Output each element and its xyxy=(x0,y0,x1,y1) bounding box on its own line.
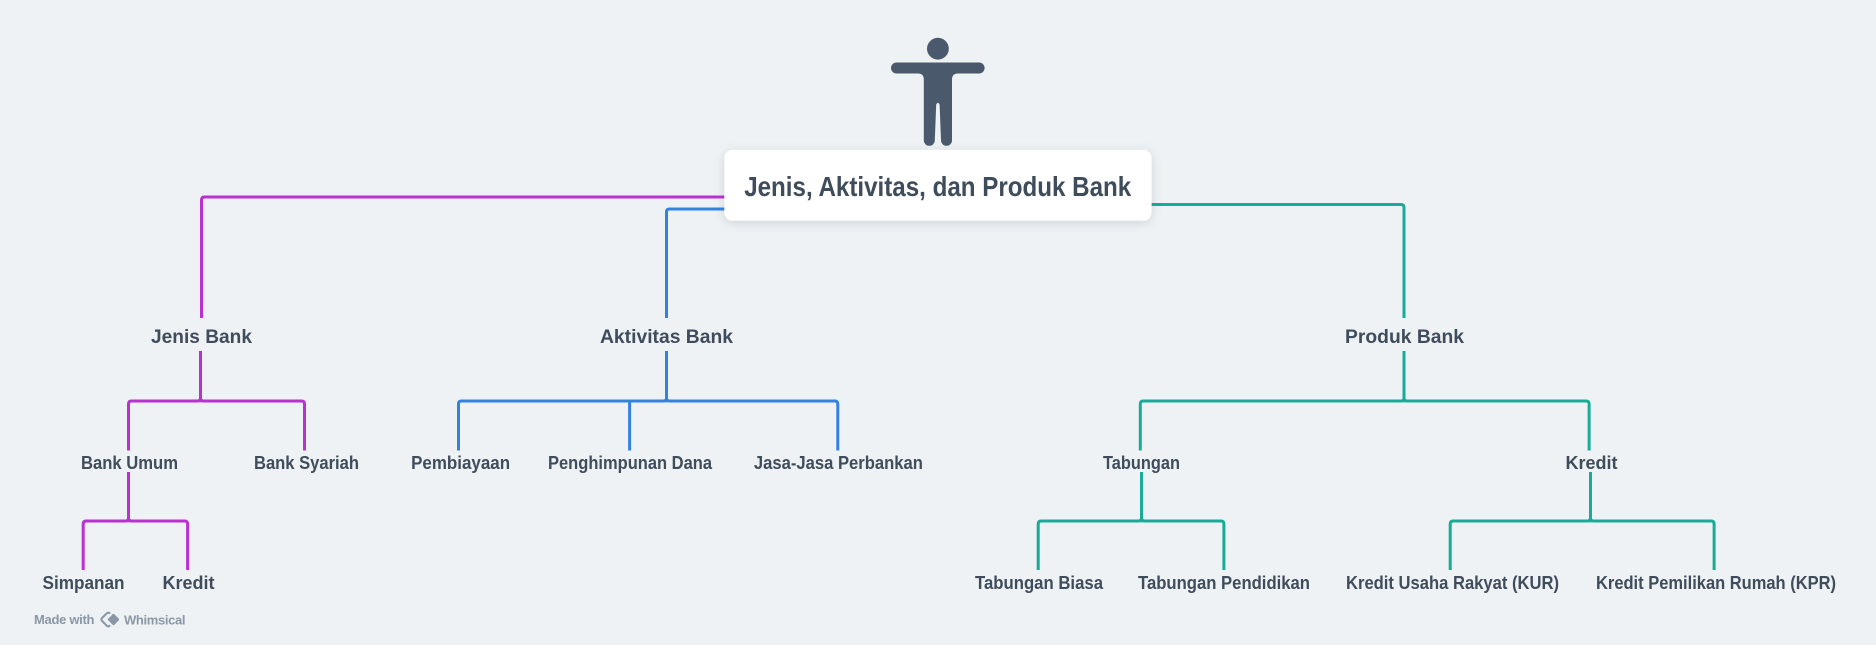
svg-text:Kredit Pemilikan Rumah (KPR): Kredit Pemilikan Rumah (KPR) xyxy=(1596,572,1836,593)
svg-text:Bank Umum: Bank Umum xyxy=(81,452,178,473)
svg-text:Pembiayaan: Pembiayaan xyxy=(411,452,510,473)
svg-text:Bank Syariah: Bank Syariah xyxy=(254,452,359,473)
svg-text:Simpanan: Simpanan xyxy=(43,572,125,593)
svg-text:Kredit Usaha Rakyat (KUR): Kredit Usaha Rakyat (KUR) xyxy=(1346,572,1559,593)
svg-text:Whimsical: Whimsical xyxy=(124,612,185,627)
svg-text:Jasa-Jasa Perbankan: Jasa-Jasa Perbankan xyxy=(754,452,923,473)
svg-text:Jenis, Aktivitas, dan Produk B: Jenis, Aktivitas, dan Produk Bank xyxy=(744,171,1131,202)
svg-text:Tabungan Pendidikan: Tabungan Pendidikan xyxy=(1138,572,1310,593)
svg-text:Tabungan: Tabungan xyxy=(1103,452,1180,473)
svg-text:Penghimpunan Dana: Penghimpunan Dana xyxy=(548,452,713,473)
svg-text:Kredit: Kredit xyxy=(163,572,215,593)
svg-text:Aktivitas Bank: Aktivitas Bank xyxy=(600,326,733,348)
svg-text:Jenis Bank: Jenis Bank xyxy=(151,326,252,348)
svg-text:Tabungan Biasa: Tabungan Biasa xyxy=(975,572,1104,593)
svg-text:Made with: Made with xyxy=(34,612,94,627)
svg-text:Kredit: Kredit xyxy=(1566,452,1618,473)
svg-text:Produk Bank: Produk Bank xyxy=(1345,326,1464,348)
